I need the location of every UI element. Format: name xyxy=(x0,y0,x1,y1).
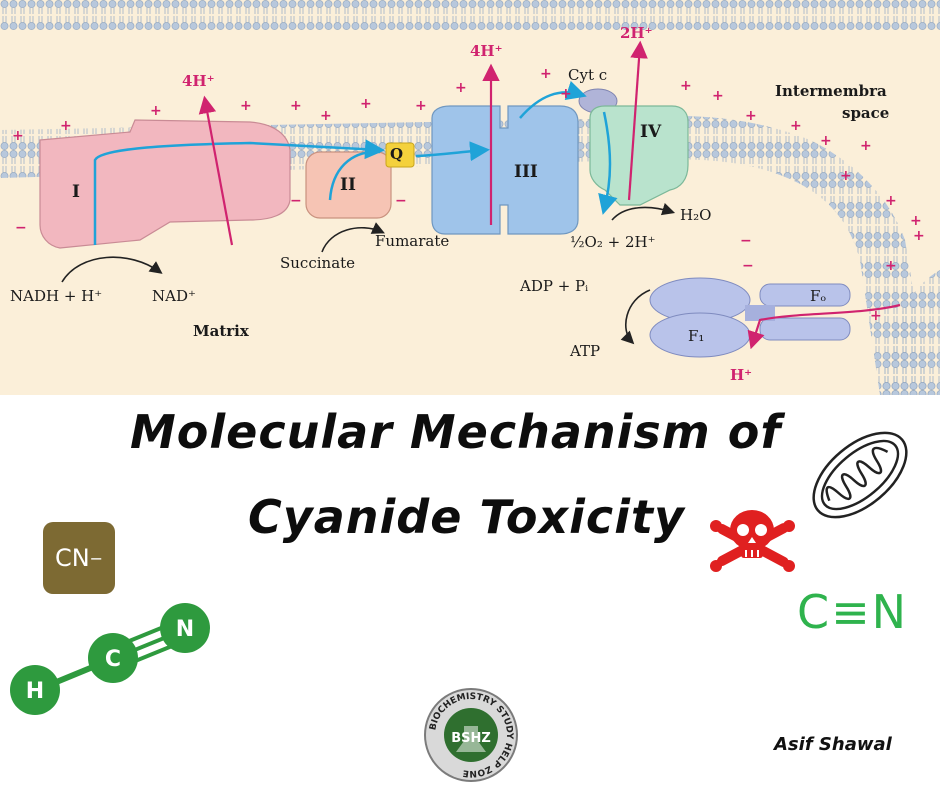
svg-text:+: + xyxy=(540,66,552,82)
cn-badge-charge: − xyxy=(89,548,104,568)
cyt-c-label: Cyt c xyxy=(568,66,608,84)
adp-label: ADP + Pᵢ xyxy=(520,277,589,295)
adp-arrow xyxy=(620,289,651,345)
fumarate-label: Fumarate xyxy=(375,232,450,250)
oxygen-arrow xyxy=(611,202,676,221)
atp-label: ATP xyxy=(570,342,601,360)
svg-text:+: + xyxy=(910,213,922,229)
svg-text:+: + xyxy=(840,168,852,184)
proton-label-iii: 4H⁺ xyxy=(470,42,503,60)
electron-path-iii xyxy=(519,80,587,119)
complex-iv xyxy=(589,105,689,206)
electron-path-ii xyxy=(328,150,381,201)
matrix-minus-signs: − − − − − xyxy=(15,193,754,274)
diagram-graphics: +++ +++ +++ +++ +++ +++ +++ ++ −−− −− xyxy=(0,0,940,395)
matrix-label: Matrix xyxy=(193,322,249,340)
succinate-label: Succinate xyxy=(280,254,356,272)
svg-text:+: + xyxy=(885,258,897,274)
svg-text:+: + xyxy=(870,308,882,324)
complex-ii-label: II xyxy=(340,175,356,195)
svg-text:+: + xyxy=(12,128,24,144)
succinate-arrow xyxy=(321,222,385,253)
svg-text:+: + xyxy=(150,103,162,119)
hcn-atom-n: N xyxy=(176,617,194,642)
fo-label: Fₒ xyxy=(810,287,827,305)
electron-path-q xyxy=(415,141,490,162)
nadh-label: NADH + H⁺ xyxy=(10,287,103,305)
svg-text:+: + xyxy=(290,98,302,114)
proton-plus-signs: +++ +++ +++ +++ +++ +++ +++ ++ xyxy=(12,66,925,324)
bshz-logo: BIOCHEMISTRY STUDY HELP ZONE BSHZ xyxy=(424,688,518,782)
svg-text:+: + xyxy=(415,98,427,114)
complex-iii-label: III xyxy=(514,162,538,182)
complex-iii xyxy=(431,105,579,235)
nad-label: NAD⁺ xyxy=(152,287,196,305)
cyanide-ion-badge: CN− xyxy=(43,522,115,594)
svg-text:+: + xyxy=(60,118,72,134)
svg-text:+: + xyxy=(913,228,925,244)
hcn-atom-h: H xyxy=(26,679,44,704)
hcn-atom-c: C xyxy=(105,647,121,672)
proton-arrow-i xyxy=(198,95,234,246)
author-signature: Asif Shawal xyxy=(774,734,892,755)
svg-text:+: + xyxy=(745,108,757,124)
svg-text:−: − xyxy=(290,193,302,209)
atp-synthase-fo-top xyxy=(759,283,851,307)
proton-label-iv: 2H⁺ xyxy=(620,24,653,42)
cyanide-triple-bond: C≡N xyxy=(797,585,909,639)
complex-ii xyxy=(305,151,392,219)
nadh-arrow xyxy=(61,256,163,283)
atp-synthase-stalk xyxy=(745,305,775,321)
electron-path-iv xyxy=(598,111,618,215)
h-out-label: H⁺ xyxy=(730,366,753,384)
outer-membrane xyxy=(0,0,940,30)
svg-text:+: + xyxy=(860,138,872,154)
svg-text:−: − xyxy=(740,233,752,249)
svg-text:+: + xyxy=(712,88,724,104)
electron-path-i xyxy=(93,139,385,245)
electron-transport-chain-diagram: +++ +++ +++ +++ +++ +++ +++ ++ −−− −− 4H… xyxy=(0,0,940,395)
svg-text:+: + xyxy=(560,86,572,102)
proton-arrow-iv xyxy=(627,40,648,201)
svg-text:+: + xyxy=(680,78,692,94)
svg-text:+: + xyxy=(240,98,252,114)
hcn-molecule-icon: H C N xyxy=(10,603,210,715)
proton-label-i: 4H⁺ xyxy=(182,72,215,90)
proton-arrow-atp xyxy=(747,303,901,350)
ubiquinone-box xyxy=(385,142,415,168)
complex-i-label: I xyxy=(72,182,80,202)
svg-text:−: − xyxy=(395,193,407,209)
complex-iv-label: IV xyxy=(640,122,662,142)
svg-text:+: + xyxy=(885,193,897,209)
atp-synthase-fo-bottom xyxy=(759,317,851,341)
oxygen-label: ½O₂ + 2H⁺ xyxy=(570,233,656,251)
mitochondrion-icon xyxy=(812,431,908,519)
skull-crossbones-icon xyxy=(710,510,795,572)
title-line-1: Molecular Mechanism of xyxy=(130,405,782,459)
intermembrane-label-1: Intermembra xyxy=(775,82,887,100)
water-label: H₂O xyxy=(680,206,712,224)
svg-text:−: − xyxy=(742,258,754,274)
title-line-2: Cyanide Toxicity xyxy=(248,490,685,544)
svg-text:+: + xyxy=(320,108,332,124)
svg-text:−: − xyxy=(15,220,27,236)
svg-text:+: + xyxy=(455,80,467,96)
q-label: Q xyxy=(390,145,404,163)
crista-membrane xyxy=(880,270,940,395)
svg-text:+: + xyxy=(790,118,802,134)
intermembrane-label-2: space xyxy=(842,104,890,122)
logo-center-text: BSHZ xyxy=(451,731,491,746)
svg-text:+: + xyxy=(820,133,832,149)
svg-text:+: + xyxy=(360,96,372,112)
f1-label: F₁ xyxy=(688,327,705,345)
cn-badge-text: CN xyxy=(54,544,90,572)
